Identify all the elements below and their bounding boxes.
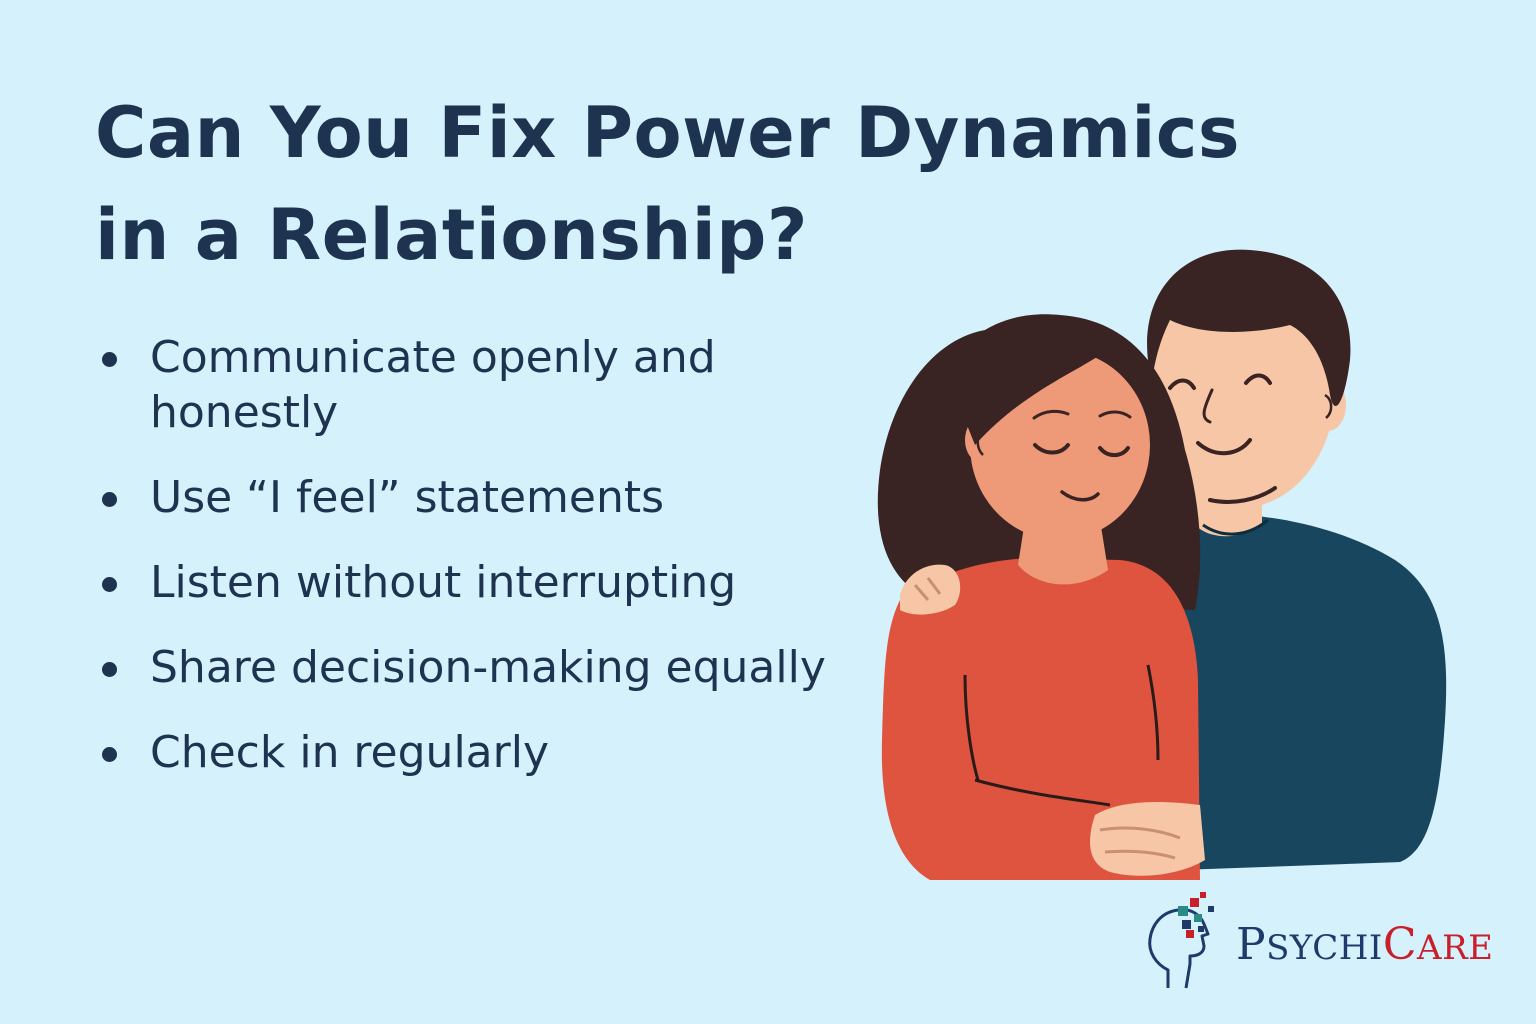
title-line-2: in a Relationship? bbox=[95, 194, 808, 276]
title-line-1: Can You Fix Power Dynamics bbox=[95, 92, 1241, 174]
logo-are: ARE bbox=[1417, 928, 1494, 968]
logo-wordmark: PSYCHICARE bbox=[1236, 920, 1494, 973]
tip-item: Check in regularly bbox=[100, 725, 870, 780]
page-title: Can You Fix Power Dynamics in a Relation… bbox=[95, 82, 1395, 286]
tip-text: Check in regularly bbox=[150, 727, 549, 778]
logo-p: P bbox=[1236, 919, 1267, 970]
logo-sychi: SYCHI bbox=[1266, 928, 1383, 968]
couple-illustration bbox=[877, 249, 1447, 880]
psychicare-logo: PSYCHICARE bbox=[1138, 884, 1498, 994]
bullet-icon bbox=[102, 747, 117, 762]
tip-item: Communicate openly and honestly bbox=[100, 330, 870, 440]
tip-item: Use “I feel” statements bbox=[100, 470, 870, 525]
tips-list: Communicate openly and honestly Use “I f… bbox=[100, 330, 870, 810]
bullet-icon bbox=[102, 352, 117, 367]
tip-text: Use “I feel” statements bbox=[150, 472, 665, 523]
bullet-icon bbox=[102, 577, 117, 592]
tip-text: Listen without interrupting bbox=[150, 557, 737, 608]
tip-text: Communicate openly and honestly bbox=[150, 332, 716, 438]
bullet-icon bbox=[102, 662, 117, 677]
tip-item: Share decision-making equally bbox=[100, 640, 870, 695]
bullet-icon bbox=[102, 492, 117, 507]
logo-c: C bbox=[1382, 919, 1418, 970]
head-brain-logo-icon bbox=[1148, 892, 1214, 989]
tip-text: Share decision-making equally bbox=[150, 642, 826, 693]
tip-item: Listen without interrupting bbox=[100, 555, 870, 610]
